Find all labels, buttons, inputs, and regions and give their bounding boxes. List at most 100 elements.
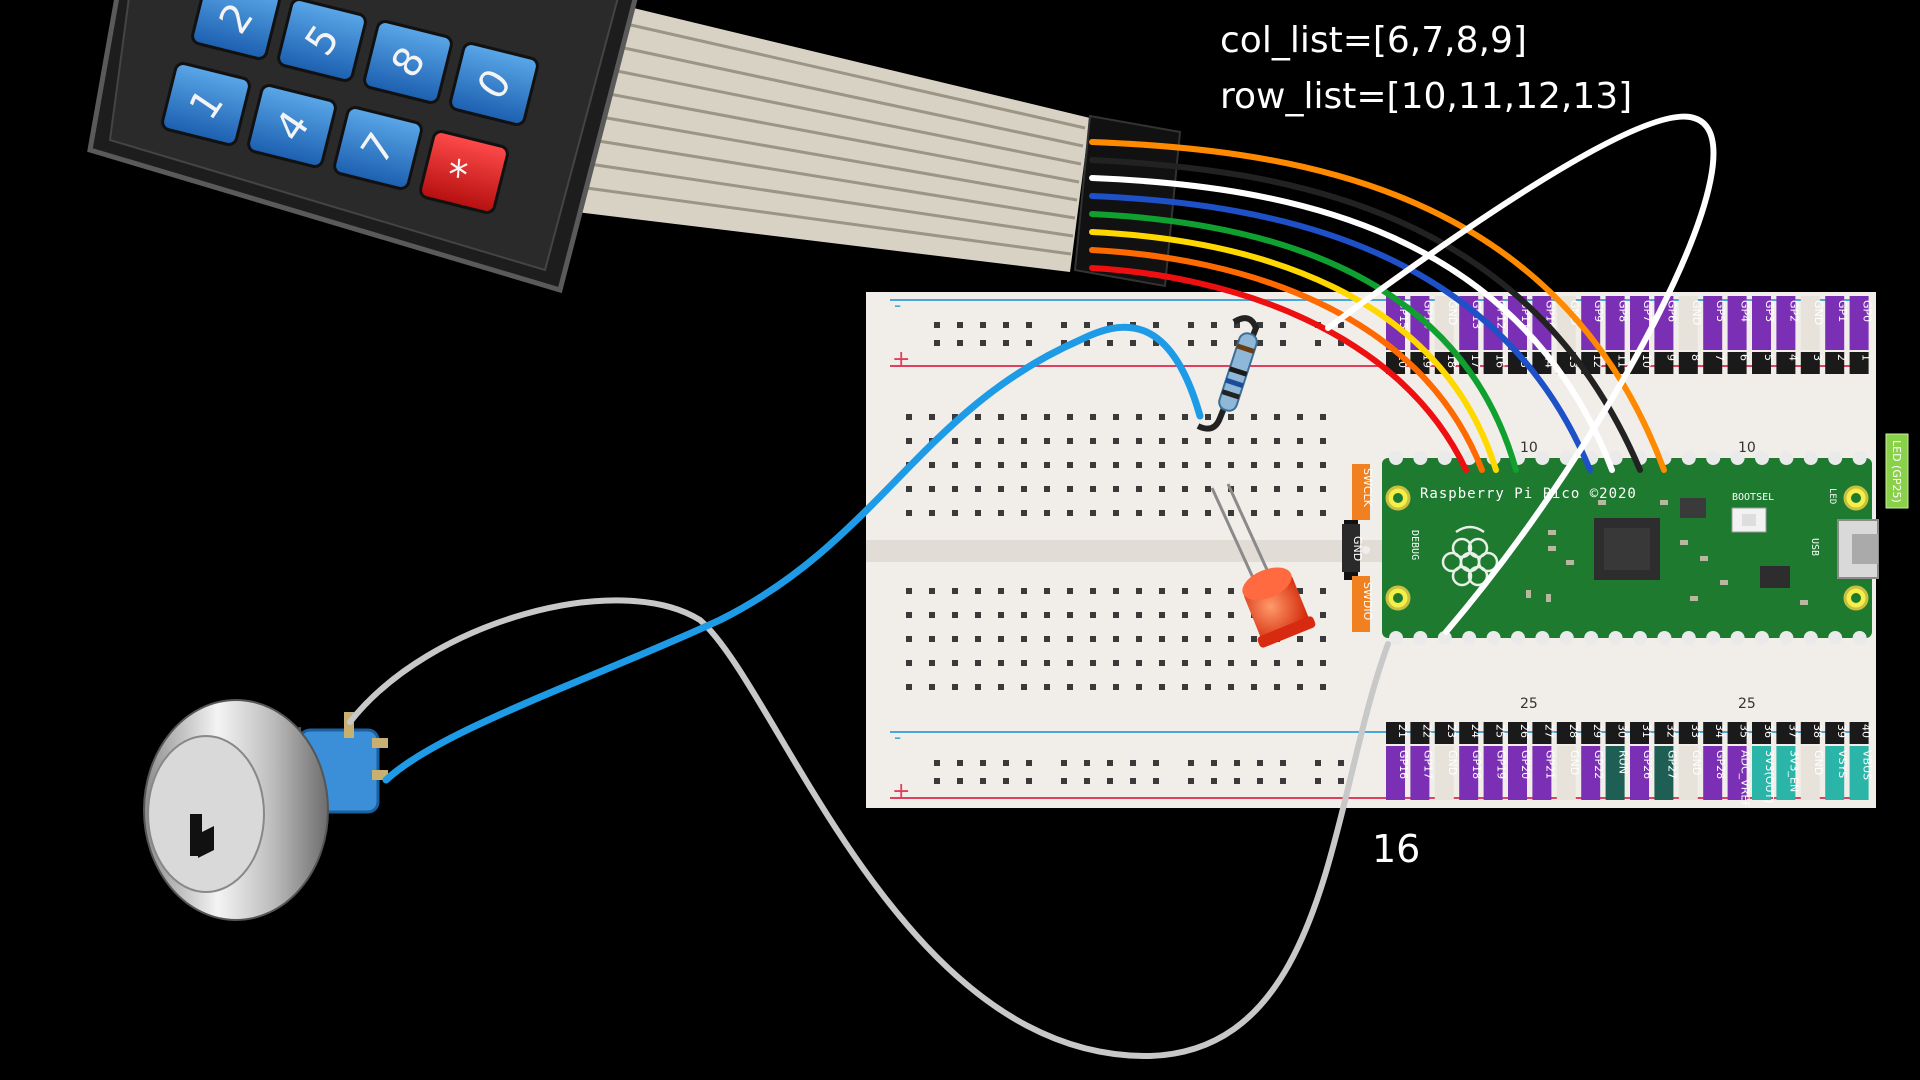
keypad-ribbon-cable <box>560 0 1090 272</box>
pin-name: VSYS <box>1836 750 1849 778</box>
pico-debug-label: DEBUG <box>1409 530 1420 560</box>
pin-label: GP22 29 <box>1581 722 1605 800</box>
pico-title: Raspberry Pi Pico ©2020 <box>1420 486 1637 502</box>
debug-pin-labels: SWCLK GND SWDIO <box>1342 464 1374 632</box>
pico-bootsel-label: BOOTSEL <box>1732 492 1774 503</box>
pin-name: GP7 <box>1641 300 1654 322</box>
pin-number: 29 <box>1591 724 1604 738</box>
pin-number: 40 <box>1860 724 1873 738</box>
red-led <box>1210 483 1316 648</box>
key-switch <box>143 699 388 921</box>
switch-pin-number: 16 <box>1372 827 1420 871</box>
rail-minus-top: - <box>894 293 901 317</box>
pin-name: ADC_VREF <box>1739 750 1752 808</box>
pico-usb-label: USB <box>1809 538 1820 556</box>
pin-number: 12 <box>1591 354 1604 368</box>
keypad-key: 1 <box>161 62 251 146</box>
pin-label: GP19 25 <box>1483 722 1508 800</box>
pin-name: GND <box>1446 750 1459 775</box>
pin-name: 3V3(OUT) <box>1763 750 1776 804</box>
pin-name: GP19 <box>1495 750 1508 779</box>
pin-number: 11 <box>1616 354 1629 368</box>
pin-name: GND <box>1446 300 1459 325</box>
flash-chip <box>1680 498 1706 518</box>
wire-gray-switch <box>347 597 1391 1060</box>
row-list-text: row_list=[10,11,12,13] <box>1220 76 1632 117</box>
pin-label: GND 28 <box>1556 722 1581 800</box>
wire-red <box>1089 265 1469 473</box>
pin-name: GP16 <box>1397 750 1410 779</box>
column-mark: 25 <box>1520 696 1538 712</box>
pin-number: 30 <box>1616 724 1629 738</box>
wire-green <box>1089 211 1519 473</box>
led-gp25-label: LED (GP25) <box>1890 440 1903 503</box>
pin-number: 3 <box>1811 354 1824 361</box>
debug-pin-swdio: SWDIO <box>1361 582 1374 621</box>
rail-plus-top: + <box>892 347 910 372</box>
rail-minus-bottom: - <box>894 725 901 749</box>
pin-name: GND <box>1568 750 1581 775</box>
wire-blue-switch <box>382 323 1204 784</box>
resistor <box>1196 315 1260 432</box>
wire-black <box>1089 157 1643 473</box>
pin-name: RUN <box>1617 750 1630 774</box>
col-list-text: col_list=[6,7,8,9] <box>1220 20 1527 61</box>
pin-number: 6 <box>1738 354 1751 361</box>
led-gp25-tag: LED (GP25) <box>1885 433 1909 509</box>
pin-name: GP26 <box>1641 750 1654 779</box>
pin-name: GND <box>1812 750 1825 775</box>
keypad-key: 4 <box>247 84 337 168</box>
pin-label: GP0 1 <box>1849 296 1874 374</box>
pin-number: 17 <box>1469 354 1482 368</box>
pin-number: 16 <box>1494 354 1507 368</box>
pin-label: GP16 21 <box>1386 722 1410 800</box>
keypad-key: 7 <box>333 106 423 190</box>
pin-label: 3V3(OUT)36 <box>1752 722 1776 804</box>
wire-white <box>1089 175 1615 473</box>
pin-number: 8 <box>1689 354 1702 361</box>
pin-number: 25 <box>1494 724 1507 738</box>
pin-label: ADC_VREF 35 <box>1727 722 1752 808</box>
pin-name: GND <box>1690 750 1703 775</box>
pin-number: 9 <box>1664 354 1677 361</box>
pin-name: GP5 <box>1714 300 1727 322</box>
wire-blue <box>1089 193 1593 473</box>
pin-number: 21 <box>1396 724 1409 738</box>
keypad-key: 8 <box>363 20 453 104</box>
column-mark: 10 <box>1520 440 1538 456</box>
wire-orange <box>1089 139 1667 473</box>
pin-number: 39 <box>1835 724 1848 738</box>
wire-yellow <box>1089 229 1499 473</box>
pin-number: 32 <box>1664 724 1677 738</box>
keypad-key: 0 <box>449 42 539 126</box>
pin-name: GP22 <box>1592 750 1605 779</box>
keypad-key: 2 <box>191 0 281 60</box>
pin-number: 1 <box>1860 354 1873 361</box>
pin-number: 28 <box>1567 724 1580 738</box>
debug-pin-swclk: SWCLK <box>1361 468 1374 508</box>
pin-number: 35 <box>1738 724 1751 738</box>
wire-white-gnd <box>1325 113 1717 635</box>
pin-name: GP0 <box>1861 300 1874 322</box>
wire-orange2 <box>1089 247 1485 473</box>
pin-name: GP2 <box>1787 300 1800 322</box>
